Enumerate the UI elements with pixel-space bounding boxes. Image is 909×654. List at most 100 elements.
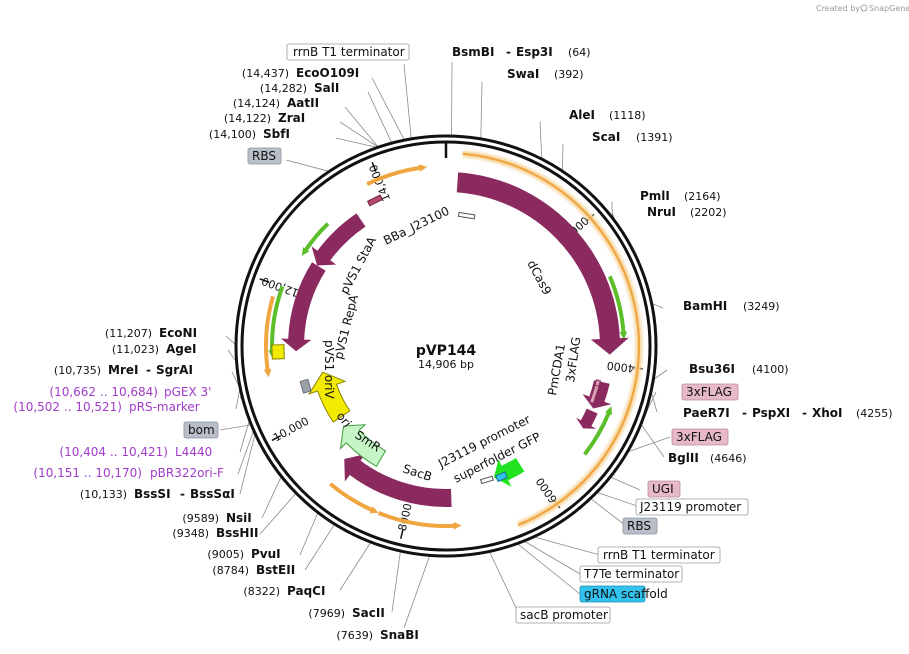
- tick-mark: [271, 435, 282, 442]
- credit-brand: SnapGene: [869, 4, 909, 13]
- boxed-label-rbs-bottom[interactable]: RBS: [622, 517, 658, 535]
- site-scai[interactable]: ScaI (1391): [592, 130, 673, 144]
- dcas9-arrow[interactable]: [456, 172, 629, 355]
- ori-arrow[interactable]: [307, 371, 351, 423]
- svg-text:AleI: AleI: [569, 108, 595, 122]
- site-paer7i-pspxi-xhoi[interactable]: PaeR7I - PspXI - XhoI (4255): [683, 406, 893, 420]
- ugi-arrow[interactable]: [576, 408, 598, 429]
- boxed-label-ugi[interactable]: UGI: [647, 480, 681, 498]
- pvs1-repa-arrow[interactable]: [280, 262, 326, 352]
- boxed-label-grna-scaffold[interactable]: gRNA scaffold: [579, 585, 668, 603]
- site-ecoo109i[interactable]: EcoO109I (14,437): [242, 66, 359, 80]
- site-bglii[interactable]: BglII (4646): [668, 451, 747, 465]
- primer-prs-marker[interactable]: (10,502 .. 10,521) pRS-marker: [13, 400, 199, 414]
- primer-pbr322ori-f[interactable]: (10,151 .. 10,170) pBR322ori-F: [33, 466, 224, 480]
- green-arrow-right-lower[interactable]: [583, 406, 612, 456]
- svg-text:(14,282): (14,282): [260, 82, 307, 95]
- boxed-label-rrnb-t1-terminator-top[interactable]: rrnB T1 terminator: [286, 43, 410, 61]
- site-pvui[interactable]: PvuI (9005): [207, 547, 280, 561]
- site-bamhi[interactable]: BamHI (3249): [683, 299, 780, 313]
- site-sacii[interactable]: SacII (7969): [308, 606, 384, 620]
- svg-text:(1118): (1118): [609, 109, 646, 122]
- boxed-label-3xflag-2[interactable]: 3xFLAG: [671, 428, 729, 446]
- primer-arrow-left[interactable]: [263, 295, 275, 378]
- site-bsshii[interactable]: BssHII (9348): [172, 526, 258, 540]
- feature-label-3xflag[interactable]: 3xFLAG: [563, 336, 583, 383]
- svg-text:-: -: [802, 406, 807, 420]
- site-aatii[interactable]: AatII (14,124): [233, 96, 319, 110]
- rbs-marker-top[interactable]: [366, 194, 384, 207]
- site-econi[interactable]: EcoNI (11,207): [105, 326, 197, 340]
- site-swai[interactable]: SwaI (392): [507, 67, 584, 81]
- svg-text:sacB promoter: sacB promoter: [520, 608, 608, 622]
- primer-l4440[interactable]: (10,404 .. 10,421) L4440: [59, 445, 212, 459]
- site-bsteii[interactable]: BstEII (8784): [212, 563, 295, 577]
- site-alei[interactable]: AleI (1118): [569, 108, 646, 122]
- primer-arrow-top[interactable]: [366, 164, 428, 187]
- sacb-arrow[interactable]: [344, 454, 452, 507]
- feature-label-sacb[interactable]: SacB: [401, 462, 434, 485]
- leader-line: [261, 477, 282, 519]
- flag-tag-marker-2[interactable]: [589, 384, 600, 405]
- green-arrow-right-upper[interactable]: [608, 275, 628, 340]
- site-snabi[interactable]: SnaBI (7639): [336, 628, 418, 642]
- site-paqci[interactable]: PaqCI (8322): [243, 584, 325, 598]
- feature-label-dcas9[interactable]: dCas9: [524, 258, 554, 297]
- site-bsu36i[interactable]: Bsu36I (4100): [689, 362, 789, 376]
- svg-text:-: -: [506, 45, 511, 59]
- feature-label-pvs1-oriv[interactable]: pVS1 oriV: [322, 340, 336, 400]
- pvs1-staa-arrow[interactable]: [311, 213, 366, 266]
- promoter-marker-small[interactable]: [479, 475, 494, 485]
- boxed-label-j23119-promoter[interactable]: J23119 promoter: [635, 498, 749, 516]
- svg-text:PmlI: PmlI: [640, 189, 670, 203]
- grna-scaffold-block[interactable]: [495, 471, 508, 483]
- svg-text:(11,023): (11,023): [112, 343, 159, 356]
- smr-arrow[interactable]: [339, 424, 387, 468]
- site-nsii[interactable]: NsiI (9589): [182, 511, 251, 525]
- svg-text:(10,151 .. 10,170): (10,151 .. 10,170): [33, 466, 142, 480]
- pvs1-oriv-block[interactable]: [271, 344, 285, 360]
- leader-line: [539, 121, 543, 159]
- leader-line: [641, 424, 665, 458]
- green-arrow-upper-left[interactable]: [301, 222, 330, 256]
- site-sali[interactable]: SalI (14,282): [260, 81, 339, 95]
- leader-line: [480, 81, 483, 138]
- boxed-label-bom[interactable]: bom: [183, 421, 219, 439]
- boxed-label-rrnb-t1-terminator-bottom[interactable]: rrnB T1 terminator: [597, 546, 721, 564]
- leader-line: [339, 121, 378, 147]
- site-pmli[interactable]: PmlI (2164): [640, 189, 721, 203]
- primer-arrow-bottom-left[interactable]: [329, 482, 379, 514]
- boxed-label-3xflag-1[interactable]: 3xFLAG: [681, 383, 739, 401]
- tick-mark: [371, 161, 377, 172]
- site-sbfi[interactable]: SbfI (14,100): [209, 127, 290, 141]
- boxed-label-sacb-promoter[interactable]: sacB promoter: [515, 606, 611, 624]
- svg-text:BglII: BglII: [668, 451, 699, 465]
- site-zrai[interactable]: ZraI (14,122): [224, 111, 305, 125]
- leader-line: [562, 143, 564, 171]
- green-arrow-left[interactable]: [268, 285, 285, 359]
- boxed-label-rbs-top[interactable]: RBS: [247, 147, 282, 165]
- bba-j23100-marker[interactable]: [457, 211, 476, 220]
- leader-line: [535, 536, 601, 556]
- bom-block[interactable]: [299, 378, 312, 394]
- svg-text:BssHII: BssHII: [216, 526, 258, 540]
- svg-text:rrnB T1 terminator: rrnB T1 terminator: [293, 45, 405, 59]
- leader-line: [371, 77, 405, 140]
- site-agei[interactable]: AgeI (11,023): [112, 342, 197, 356]
- primer-arrow-bottom[interactable]: [377, 511, 462, 530]
- svg-text:BsmBI: BsmBI: [452, 45, 494, 59]
- leader-line: [335, 137, 376, 148]
- site-nrui[interactable]: NruI (2202): [647, 205, 727, 219]
- site-bsmbi-esp3i[interactable]: BsmBI - Esp3I (64): [452, 45, 591, 59]
- leader-line: [339, 542, 371, 591]
- tick-label: 8000: [396, 502, 415, 532]
- site-mrei-sgrai[interactable]: MreI (10,735) - SgrAI: [54, 363, 193, 377]
- primer-band-right[interactable]: [462, 152, 641, 526]
- svg-text:(10,502 .. 10,521): (10,502 .. 10,521): [13, 400, 122, 414]
- svg-text:(64): (64): [568, 46, 591, 59]
- site-bsssi-bsssai[interactable]: BssSI (10,133) - BssSαI: [80, 487, 235, 501]
- svg-text:MreI: MreI: [108, 363, 138, 377]
- feature-label-bba-j23100[interactable]: BBa_J23100: [381, 204, 451, 248]
- boxed-label-t7te-terminator[interactable]: T7Te terminator: [579, 565, 683, 583]
- primer-pgex-3[interactable]: (10,662 .. 10,684) pGEX 3': [49, 385, 211, 399]
